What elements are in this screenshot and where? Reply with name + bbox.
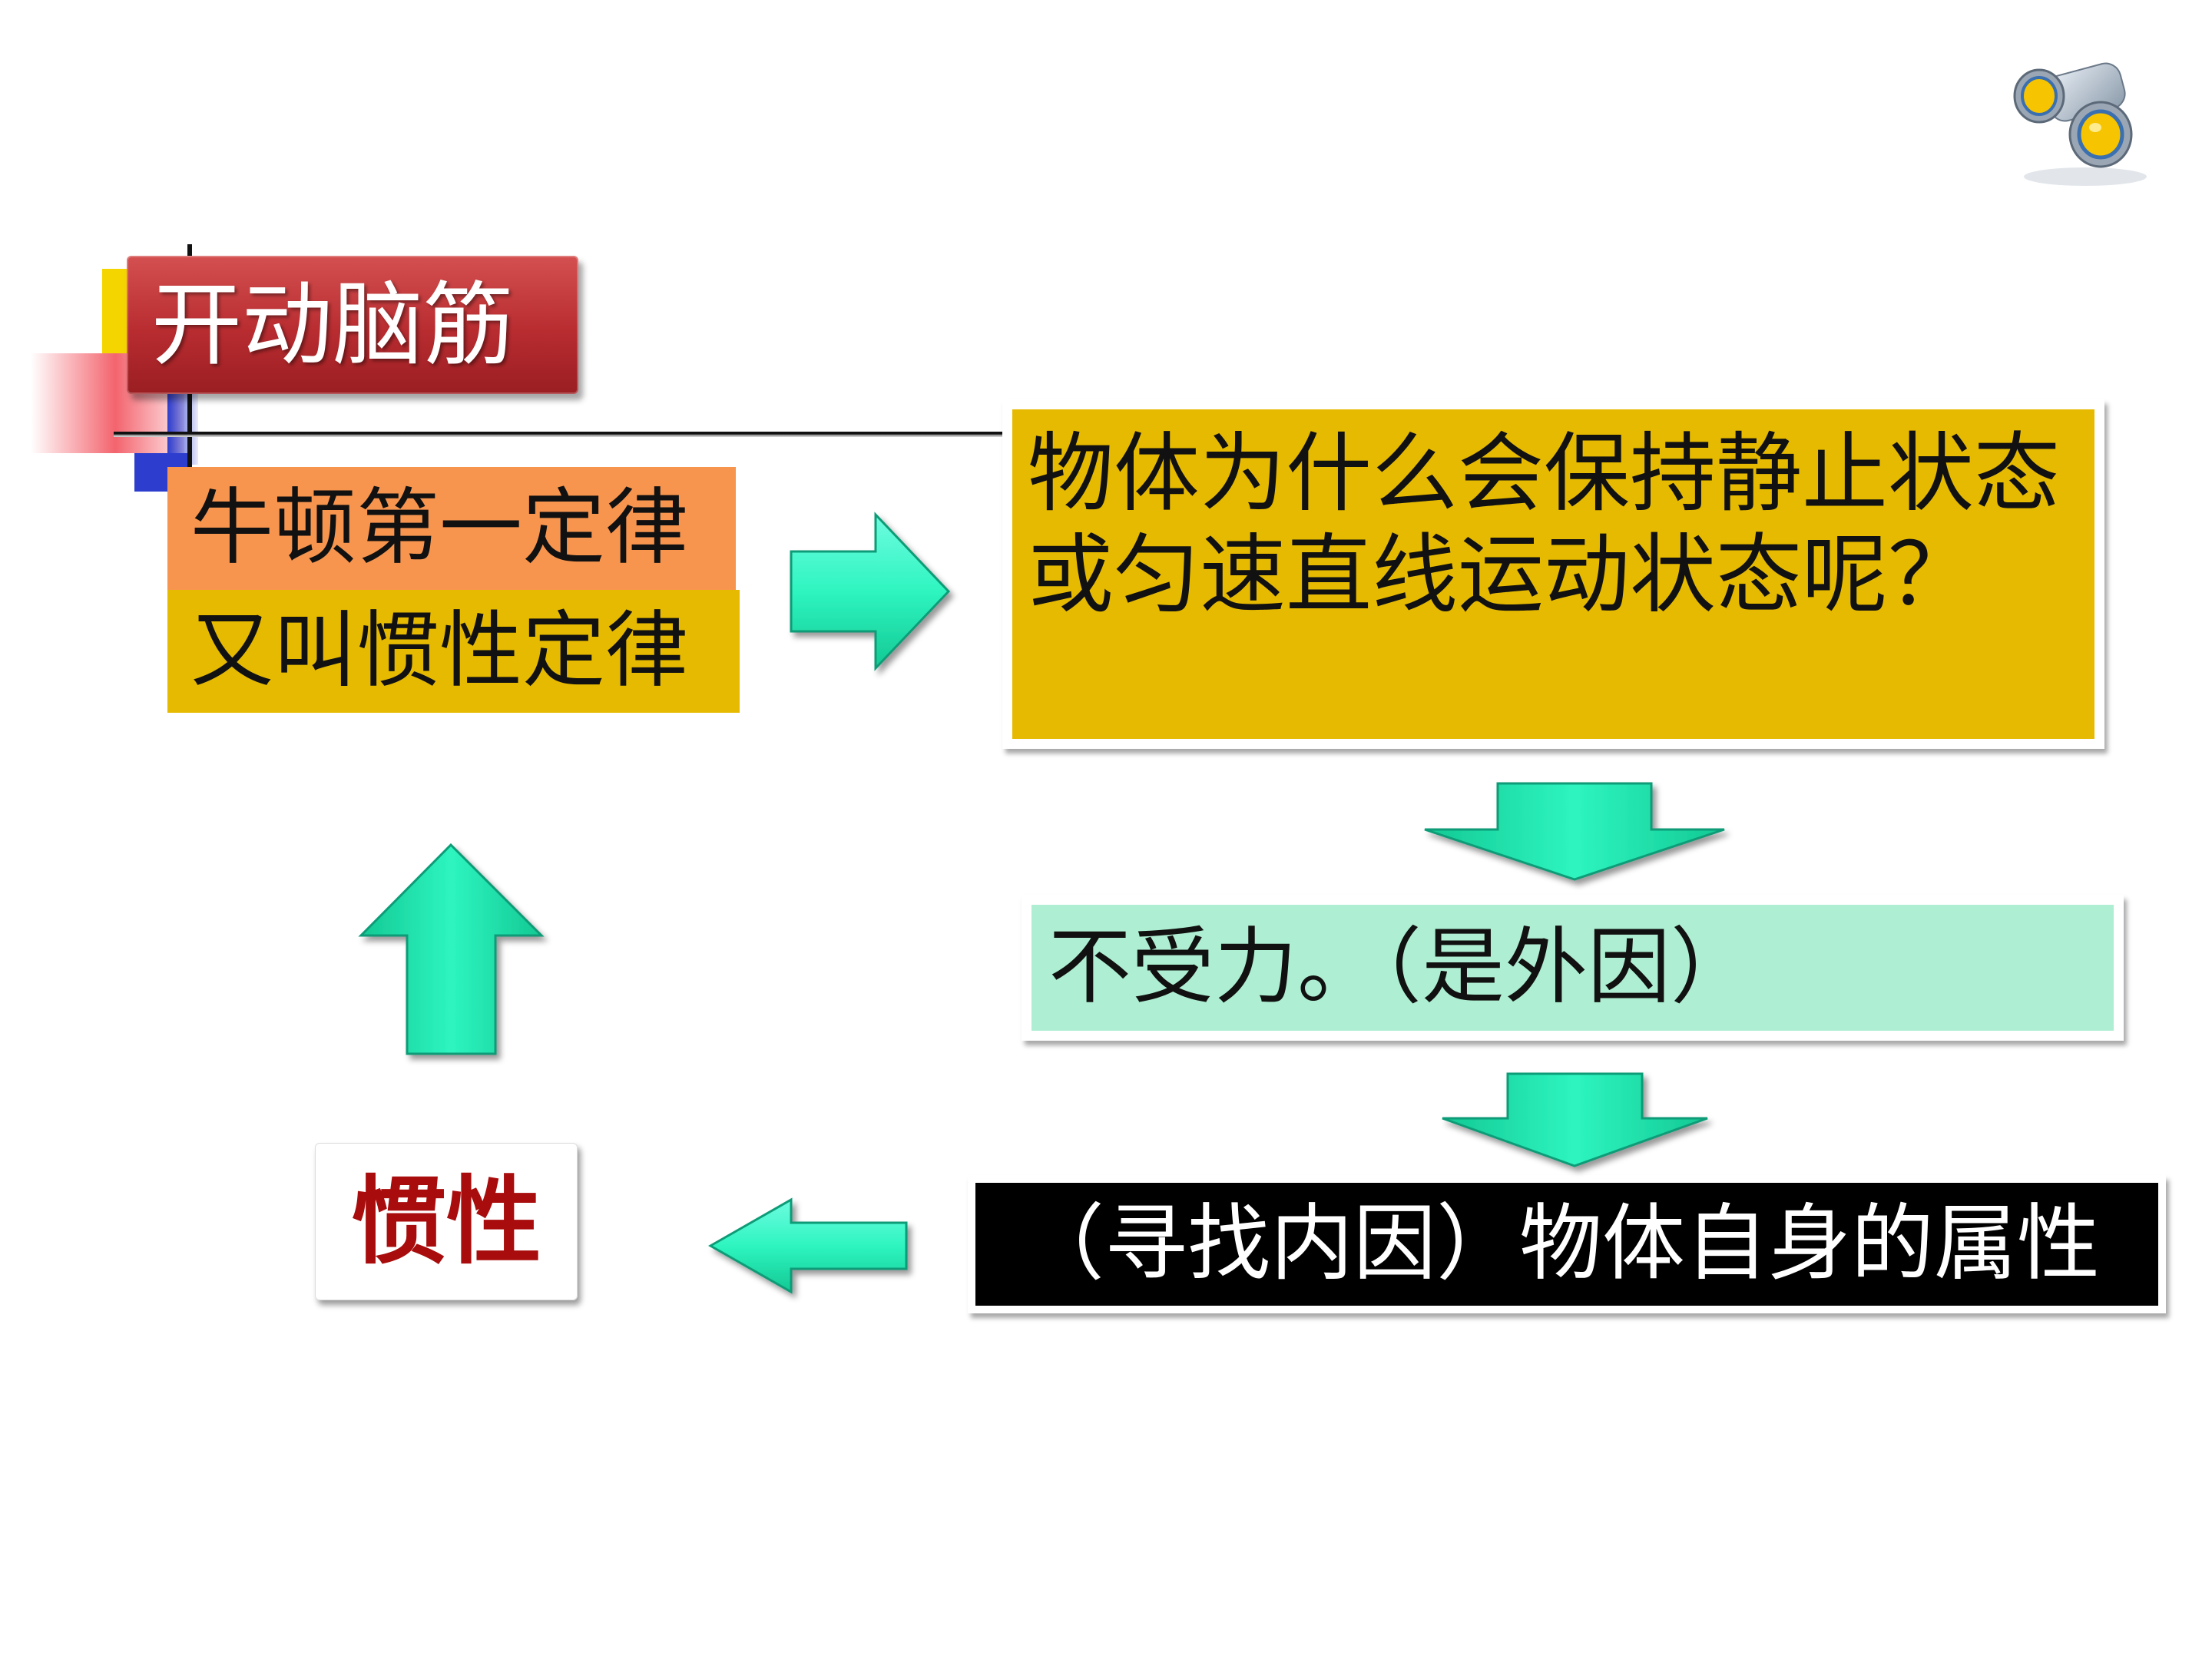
arrow-left-icon (707, 1197, 908, 1294)
decor-blue-gradient (167, 388, 198, 465)
decor-horizontal-line (114, 432, 1005, 437)
arrow-down-icon (1424, 782, 1725, 881)
internal-cause-box: （寻找内因）物体自身的属性 (968, 1175, 2166, 1313)
internal-cause-text: （寻找内因）物体自身的属性 (975, 1183, 2158, 1306)
question-text: 物体为什么会保持静止状态或匀速直线运动状态呢？ (1012, 409, 2094, 739)
question-box: 物体为什么会保持静止状态或匀速直线运动状态呢？ (1002, 399, 2104, 749)
law-name-label: 牛顿第一定律 (167, 467, 736, 590)
arrow-down-icon (1442, 1072, 1708, 1167)
binoculars-icon (2013, 62, 2147, 186)
inertia-label: 惯性 (315, 1143, 578, 1300)
arrow-right-icon (790, 512, 951, 671)
external-cause-text: 不受力。（是外因） (1031, 905, 2114, 1031)
page-title: 开动脑筋 (127, 256, 578, 394)
law-alias-label: 又叫惯性定律 (167, 590, 740, 713)
external-cause-box: 不受力。（是外因） (1022, 895, 2124, 1041)
arrow-up-icon (358, 843, 545, 1055)
